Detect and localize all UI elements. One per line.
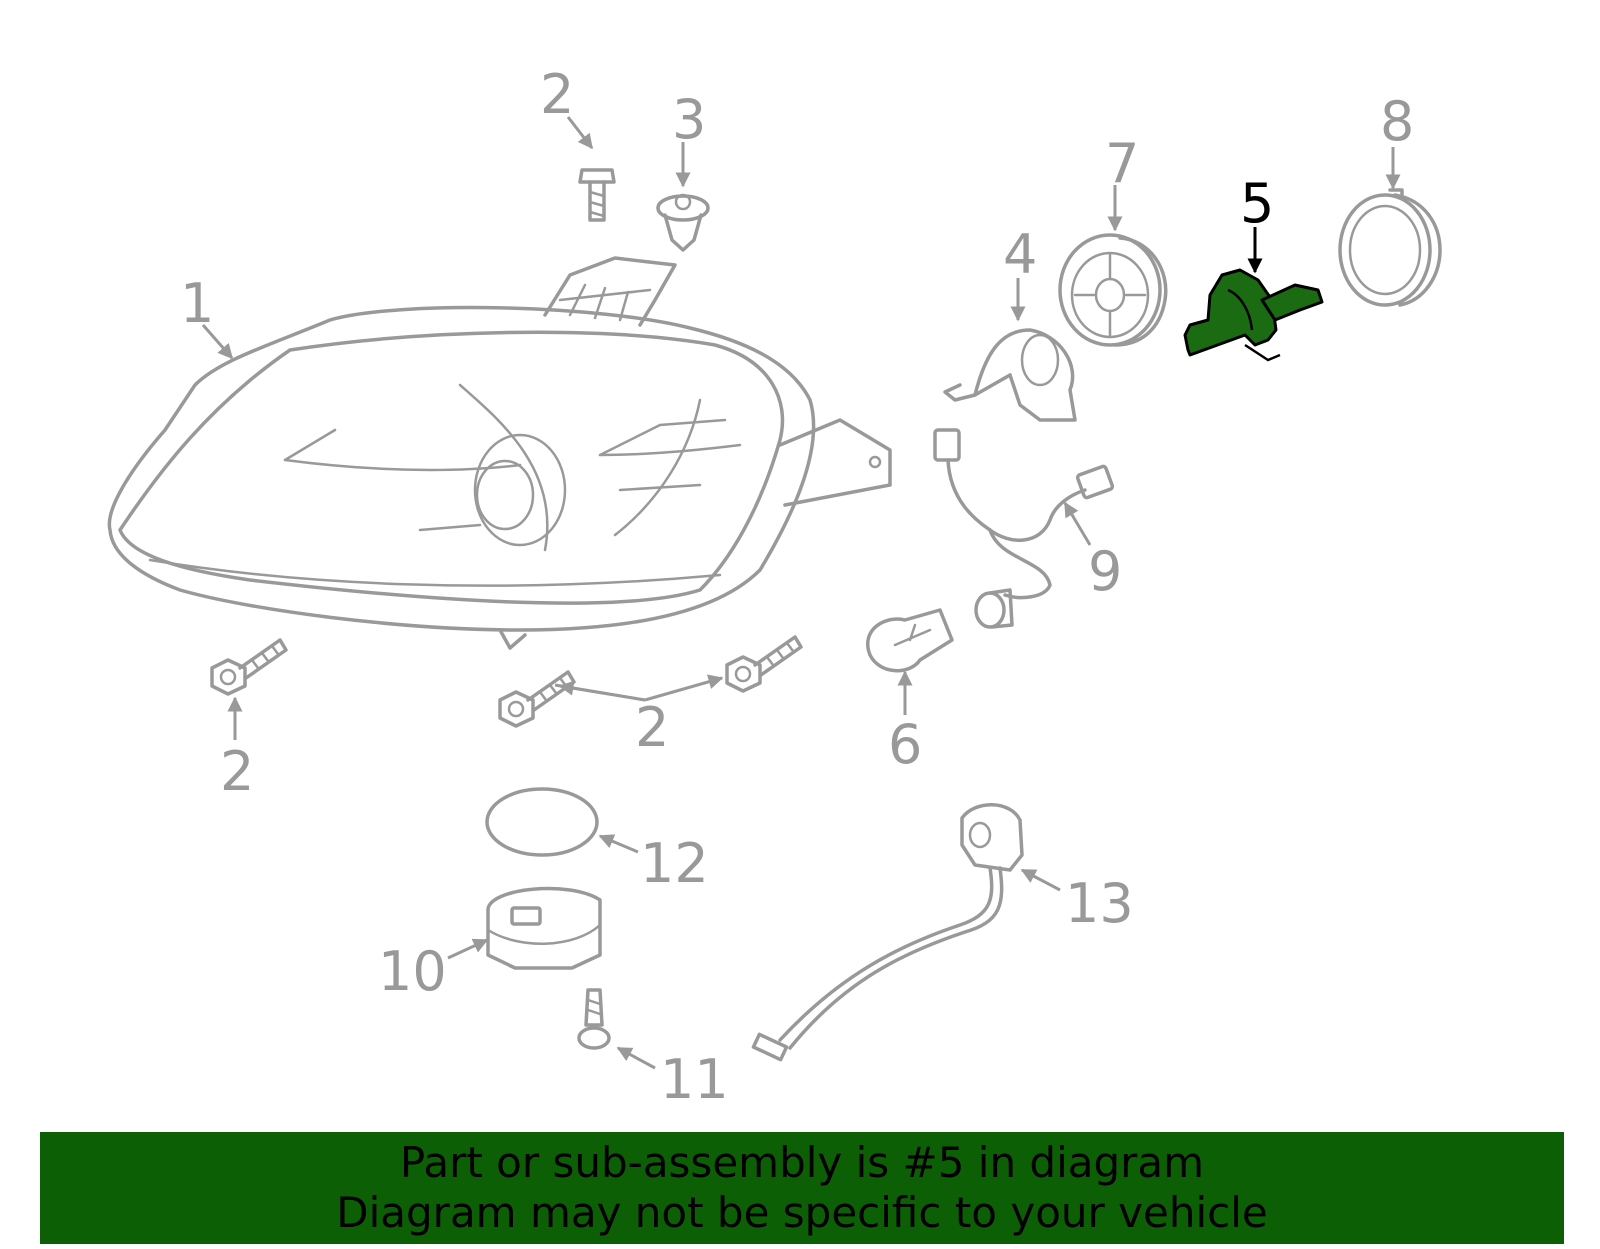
ballast-cap-icon xyxy=(486,886,602,970)
callout-label: 6 xyxy=(888,713,922,776)
callout-label-highlighted: 5 xyxy=(1240,172,1274,235)
banner-line-1: Part or sub-assembly is #5 in diagram xyxy=(399,1138,1205,1187)
callout-label: 2 xyxy=(220,740,254,803)
callout-label: 9 xyxy=(1088,540,1122,603)
clip-icon xyxy=(656,193,710,252)
callout-label: 3 xyxy=(672,88,706,151)
small-bulb-icon xyxy=(866,608,954,673)
highlighted-bulb-part-5 xyxy=(1183,268,1324,362)
callout-label: 10 xyxy=(378,940,447,1003)
callout-label: 2 xyxy=(635,696,669,759)
headlamp-assembly xyxy=(107,256,892,650)
callout-label: 7 xyxy=(1105,132,1139,195)
callout-labels: 1 2 3 2 4 7 5 8 9 2 2 6 12 13 10 11 xyxy=(180,63,1414,1111)
bolt-icon xyxy=(578,168,616,222)
bolt-icon xyxy=(725,635,803,693)
callout-label: 4 xyxy=(1003,223,1037,286)
retaining-ring-icon xyxy=(1338,188,1442,307)
callout-label: 13 xyxy=(1065,872,1134,935)
callout-label: 8 xyxy=(1380,90,1414,153)
callout-label: 12 xyxy=(640,832,709,895)
gasket-ring-icon xyxy=(485,787,599,857)
bolt-icon xyxy=(210,638,288,696)
leader-lines xyxy=(201,116,1401,1070)
cap-icon xyxy=(1058,233,1168,347)
igniter-cable-icon xyxy=(751,803,1024,1062)
banner-line-2: Diagram may not be specific to your vehi… xyxy=(336,1188,1268,1237)
halogen-bulb-icon xyxy=(943,328,1077,422)
callout-label: 2 xyxy=(540,63,574,126)
info-banner: Part or sub-assembly is #5 in diagram Di… xyxy=(40,1132,1564,1244)
wiring-harness-icon xyxy=(933,428,1115,629)
callout-label: 11 xyxy=(660,1048,729,1111)
callout-label: 1 xyxy=(180,272,214,335)
screw-icon xyxy=(577,988,611,1050)
bolt-icon xyxy=(498,670,576,728)
